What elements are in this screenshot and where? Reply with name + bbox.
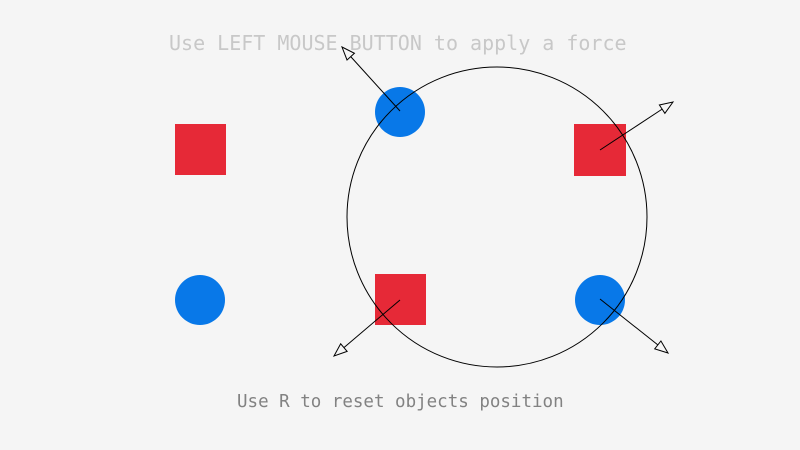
blue-ball-left[interactable] [175,275,225,325]
hint-apply-force: Use LEFT MOUSE BUTTON to apply a force [169,31,627,55]
force-arrow-top-right-line [599,108,663,151]
force-arrow-top-left-line [350,56,401,112]
red-box-center[interactable] [375,274,426,325]
hint-reset: Use R to reset objects position [237,392,564,412]
force-arrow-top-left-head-icon [341,45,356,61]
blue-ball-right[interactable] [575,275,625,325]
force-radius-circle [346,66,648,368]
red-box-left[interactable] [175,124,226,175]
force-arrow-bottom-left-line [343,299,401,348]
force-arrow-bottom-left-head-icon [332,342,348,357]
force-arrow-bottom-right-head-icon [653,340,670,354]
blue-ball-top[interactable] [375,87,425,137]
force-arrow-top-right-head-icon [658,101,675,115]
force-arrow-bottom-right-line [599,298,659,346]
